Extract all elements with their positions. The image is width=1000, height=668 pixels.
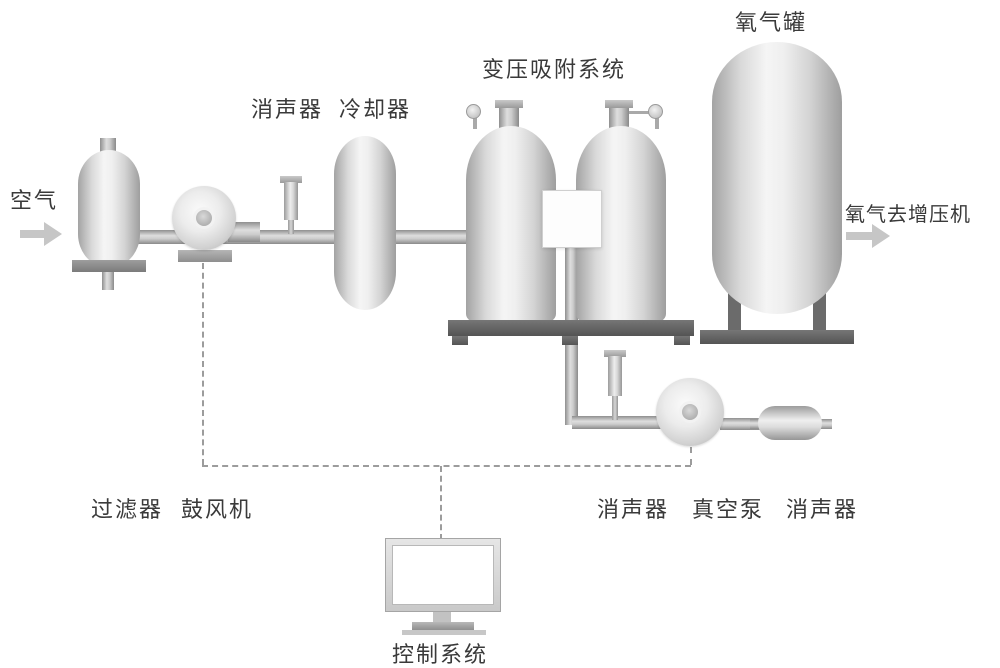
psa-right-gauge-icon	[648, 104, 663, 119]
air-inlet-arrow-icon	[20, 222, 62, 246]
control-line-vacuum	[690, 447, 692, 465]
filter-bottom-band	[72, 260, 146, 272]
muffler-bottom2-label: 消声器	[786, 498, 859, 523]
oxygen-tank-label: 氧气罐	[735, 11, 808, 36]
control-monitor-screen	[392, 545, 494, 605]
psa-right-top-line	[628, 111, 654, 114]
blower-base	[178, 250, 232, 262]
muffler-bottom2-body	[758, 406, 822, 440]
filter-drain-stub	[102, 272, 114, 290]
psa-vessel-left	[466, 126, 556, 324]
control-monitor-neck	[433, 612, 451, 622]
vacuum-suction-pipe	[572, 416, 668, 429]
oxygen-tank-vessel	[712, 42, 842, 314]
psa-left-neck-cap	[495, 100, 523, 108]
psa-stand-bar	[448, 320, 694, 336]
control-system-label: 控制系统	[392, 643, 489, 668]
oxygen-outlet-arrow-icon	[846, 224, 890, 248]
psa-valve-box	[542, 190, 602, 248]
psa-right-gauge-stem	[655, 113, 659, 129]
vacuum-pump-hub-icon	[679, 401, 701, 423]
control-monitor	[385, 538, 501, 612]
muffler-bottom1-label: 消声器	[597, 498, 670, 523]
psa-right-neck	[609, 106, 629, 130]
psa-left-gauge-stem	[473, 117, 477, 129]
air-label: 空气	[10, 189, 59, 214]
psa-system-label: 变压吸附系统	[482, 58, 627, 83]
muffler-top-body	[284, 182, 298, 220]
filter-label: 过滤器	[91, 498, 164, 523]
oxygen-tank-base	[700, 330, 854, 344]
filter-vessel	[78, 150, 140, 268]
psa-stand-foot-right	[674, 336, 690, 345]
psa-left-neck	[499, 106, 519, 130]
muffler-top-cap	[280, 176, 302, 183]
control-monitor-base	[402, 630, 486, 635]
psa-left-gauge-icon	[466, 104, 481, 119]
blower-hub-icon	[193, 207, 215, 229]
blower-label: 鼓风机	[181, 498, 254, 523]
psa-stand-foot-middle	[562, 336, 578, 345]
muffler3-inlet-stub	[750, 419, 760, 429]
oxygen-out-label: 氧气去增压机	[845, 202, 971, 226]
cooler-vessel	[334, 136, 396, 310]
psa-stand-foot-left	[452, 336, 468, 345]
muffler-top-label: 消声器	[251, 98, 324, 123]
control-line-monitor	[440, 466, 442, 540]
muffler-top-stem	[288, 218, 294, 234]
vacuum-pump-label: 真空泵	[692, 498, 765, 523]
control-monitor-stand	[412, 622, 474, 630]
cooler-label: 冷却器	[339, 98, 412, 123]
muffler-bottom1-stem	[612, 394, 618, 420]
muffler-bottom1-body	[608, 356, 622, 396]
psa-right-neck-cap	[605, 100, 633, 108]
control-line-main	[202, 465, 691, 467]
control-line-blower	[202, 263, 204, 465]
muffler-bottom1-cap	[604, 350, 626, 357]
blower-outlet	[228, 222, 260, 242]
muffler3-outlet-stub	[820, 419, 832, 429]
